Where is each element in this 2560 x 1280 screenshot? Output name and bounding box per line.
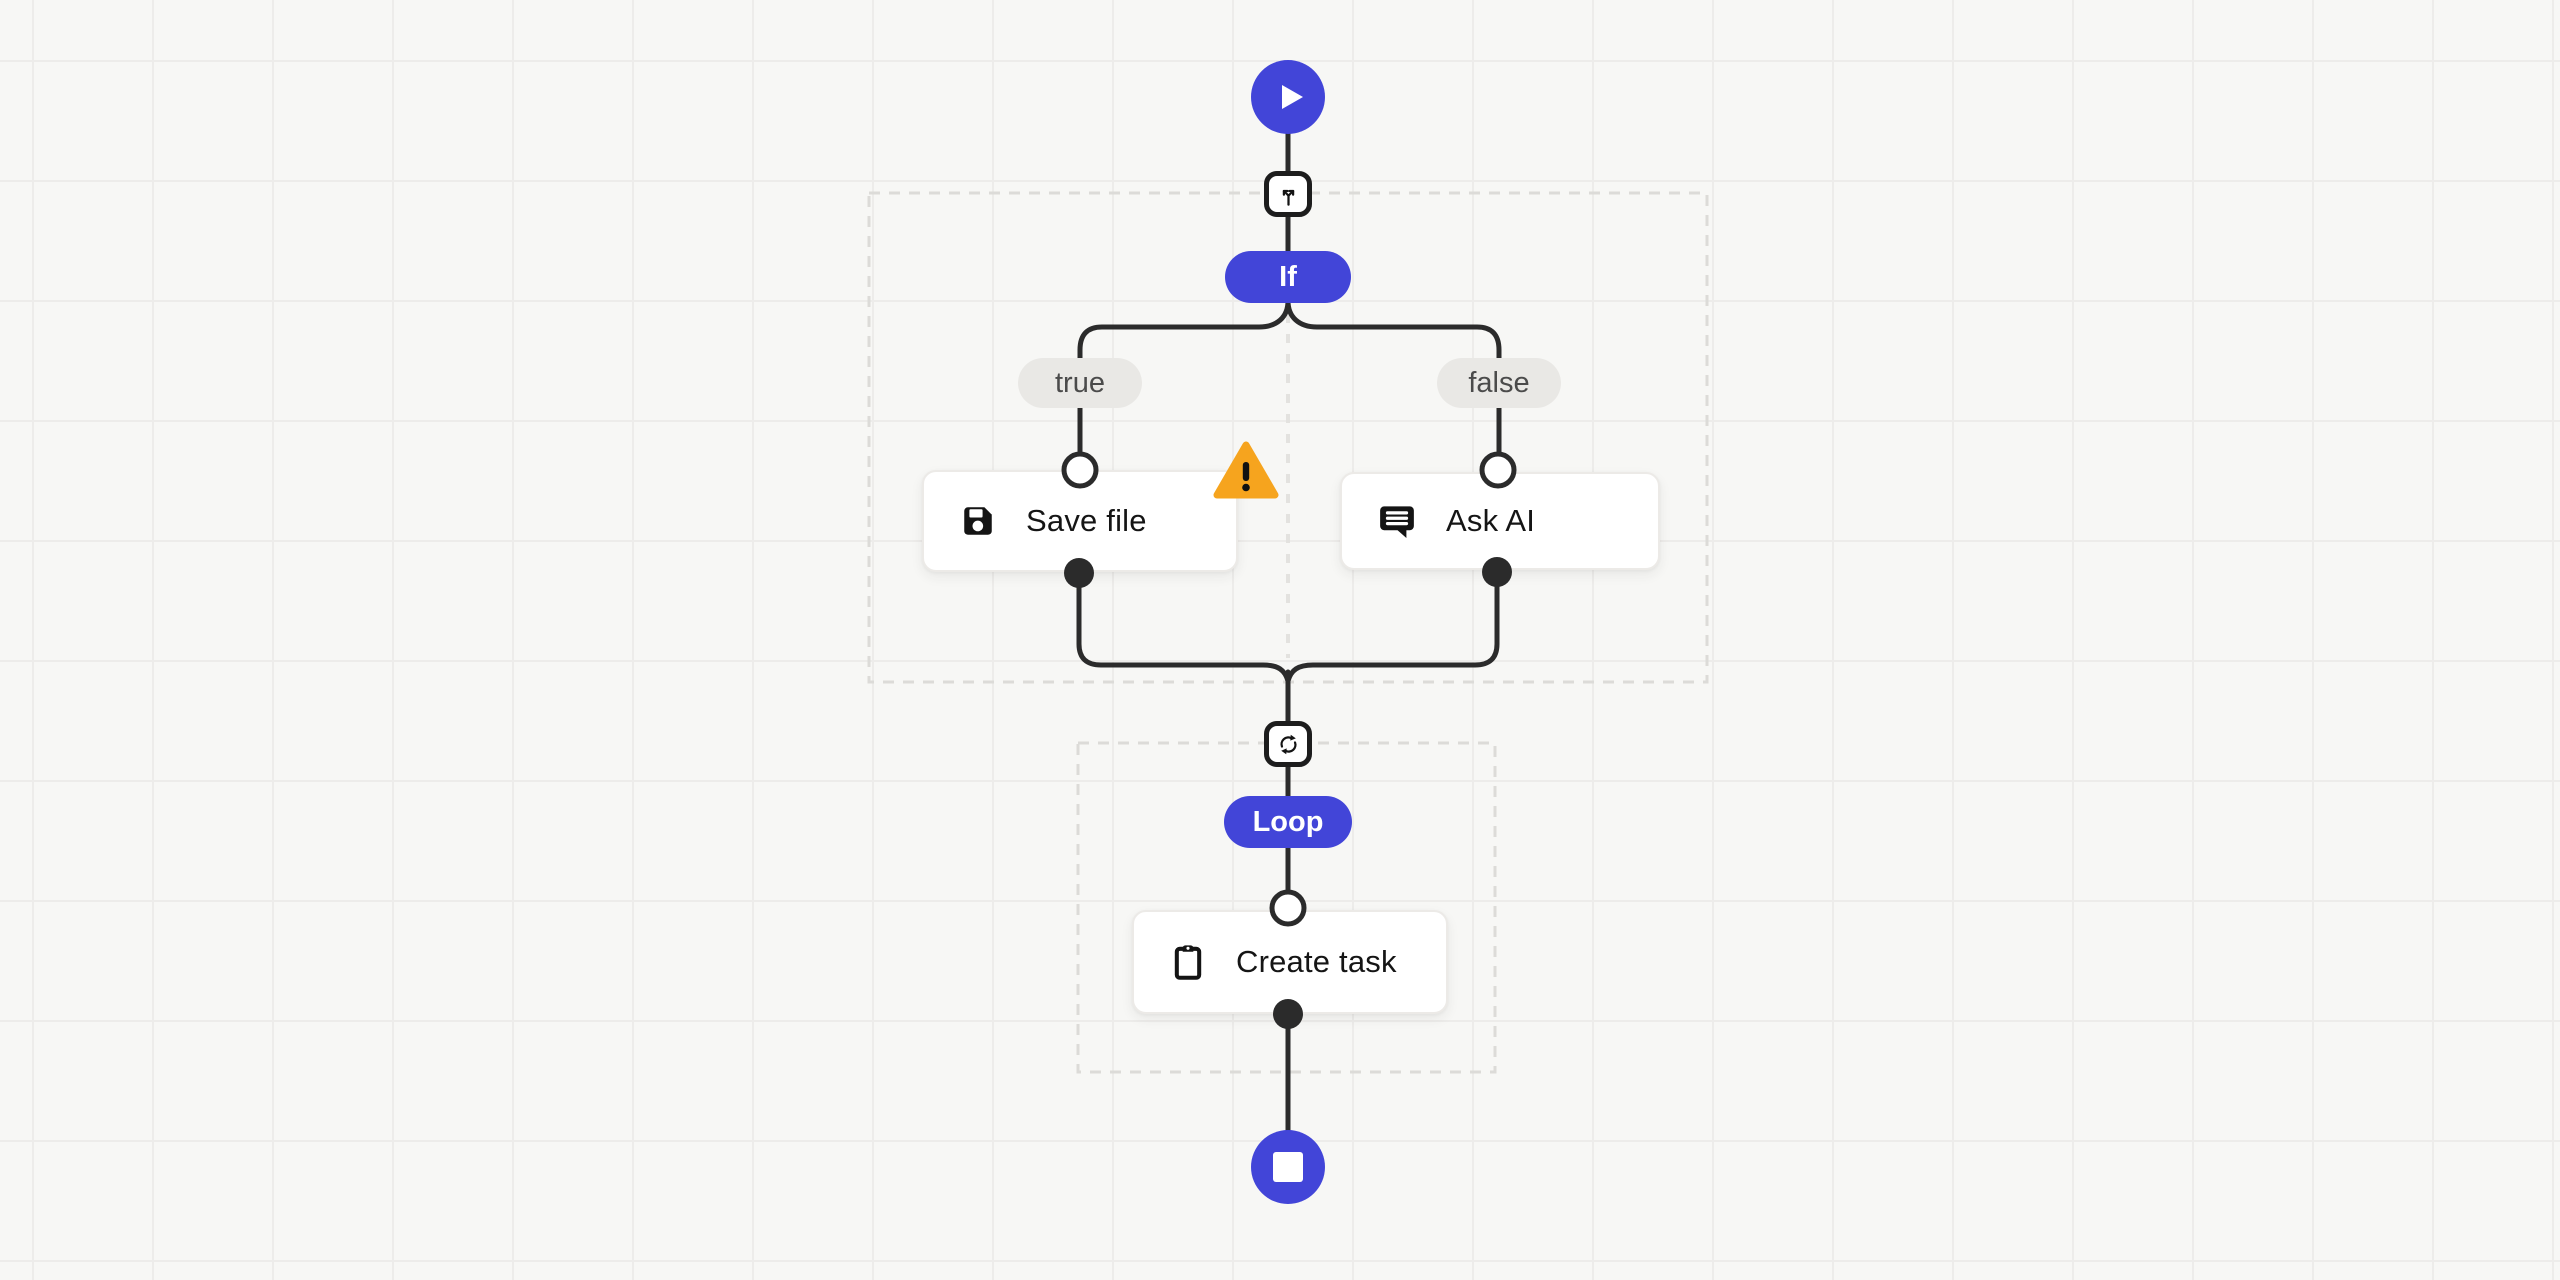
true-label: true xyxy=(1055,366,1105,399)
loop-node-pill[interactable]: Loop xyxy=(1224,796,1352,848)
chat-message-icon xyxy=(1380,506,1414,539)
start-node[interactable] xyxy=(1251,60,1325,134)
warning-icon xyxy=(1213,441,1279,499)
false-label: false xyxy=(1468,366,1530,399)
if-split-icon-node[interactable] xyxy=(1264,171,1312,217)
loop-icon-node[interactable] xyxy=(1264,721,1312,767)
end-node[interactable] xyxy=(1251,1130,1325,1204)
edge-save-file-to-merge xyxy=(1076,585,1291,684)
node-label: Save file xyxy=(1026,503,1147,538)
node-ask-ai[interactable]: Ask AI xyxy=(1340,472,1660,570)
edge-if-to-false xyxy=(1285,298,1502,362)
edge-ask-ai-to-merge xyxy=(1285,584,1500,684)
play-icon xyxy=(1282,85,1303,109)
node-label: Create task xyxy=(1236,944,1397,979)
loop-label: Loop xyxy=(1252,805,1324,838)
floppy-save-icon xyxy=(964,507,992,535)
if-node-pill[interactable]: If xyxy=(1225,251,1351,303)
node-save-file[interactable]: Save file xyxy=(922,470,1238,572)
node-label: Ask AI xyxy=(1446,503,1536,538)
stop-icon xyxy=(1273,1152,1303,1182)
clipboard-icon xyxy=(1174,945,1202,980)
branch-split-icon xyxy=(1282,189,1294,206)
branch-label-false: false xyxy=(1437,358,1561,408)
if-label: If xyxy=(1279,260,1297,293)
node-create-task[interactable]: Create task xyxy=(1132,910,1448,1014)
branch-label-true: true xyxy=(1018,358,1142,408)
warning-badge[interactable] xyxy=(1210,438,1282,507)
loop-sync-icon xyxy=(1279,734,1297,754)
edge-if-to-true xyxy=(1077,298,1291,362)
